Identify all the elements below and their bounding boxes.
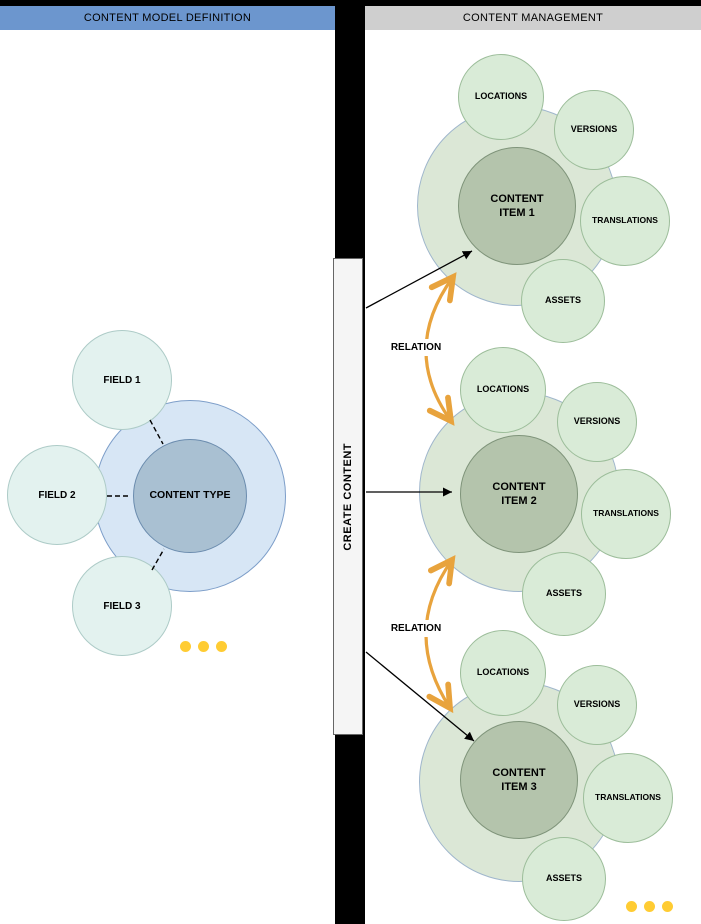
field-2-circle: FIELD 2 (7, 445, 107, 545)
create-content-label: CREATE CONTENT (342, 442, 354, 551)
item-1-versions-circle: VERSIONS (554, 90, 634, 170)
field-3-label: FIELD 3 (103, 600, 141, 612)
field-1-circle: FIELD 1 (72, 330, 172, 430)
item-1-locations-label: LOCATIONS (474, 91, 528, 102)
item-3-assets-label: ASSETS (545, 873, 582, 884)
item-1-assets-circle: ASSETS (521, 259, 605, 343)
ellipsis-dot (661, 900, 673, 912)
item-2-translations-label: TRANSLATIONS (593, 508, 659, 519)
ellipsis-dot (215, 640, 227, 652)
item-2-translations-circle: TRANSLATIONS (581, 469, 671, 559)
content-item-3-label: CONTENT ITEM 3 (492, 766, 546, 793)
create-content-bar: CREATE CONTENT (333, 258, 363, 735)
header-content-model-definition: CONTENT MODEL DEFINITION (0, 6, 335, 30)
relation-label-2-text: RELATION (390, 623, 442, 634)
item-2-versions-circle: VERSIONS (557, 382, 637, 462)
item-3-versions-label: VERSIONS (573, 699, 621, 710)
item-1-versions-label: VERSIONS (570, 124, 618, 135)
item-3-locations-circle: LOCATIONS (460, 630, 546, 716)
item-1-locations-circle: LOCATIONS (458, 54, 544, 140)
content-item-2-circle: CONTENT ITEM 2 (460, 435, 578, 553)
item-3-versions-circle: VERSIONS (557, 665, 637, 745)
header-content-management: CONTENT MANAGEMENT (365, 6, 701, 30)
content-item-1-label: CONTENT ITEM 1 (490, 192, 544, 219)
content-type-circle: CONTENT TYPE (133, 439, 247, 553)
more-items-indicator (618, 895, 680, 917)
content-item-3-circle: CONTENT ITEM 3 (460, 721, 578, 839)
item-1-assets-label: ASSETS (544, 295, 581, 306)
ellipsis-dot (625, 900, 637, 912)
item-2-assets-label: ASSETS (545, 588, 582, 599)
relation-label-1-text: RELATION (390, 342, 442, 353)
ellipsis-dot (197, 640, 209, 652)
ellipsis-dot (643, 900, 655, 912)
content-item-1-circle: CONTENT ITEM 1 (458, 147, 576, 265)
item-2-assets-circle: ASSETS (522, 552, 606, 636)
field-2-label: FIELD 2 (38, 489, 76, 501)
content-item-2-label: CONTENT ITEM 2 (492, 480, 546, 507)
field-1-label: FIELD 1 (103, 374, 141, 386)
item-2-versions-label: VERSIONS (573, 416, 621, 427)
content-type-label: CONTENT TYPE (149, 489, 231, 502)
relation-label-2: RELATION (388, 620, 444, 637)
item-3-assets-circle: ASSETS (522, 837, 606, 921)
item-2-locations-circle: LOCATIONS (460, 347, 546, 433)
ellipsis-dot (179, 640, 191, 652)
item-3-translations-circle: TRANSLATIONS (583, 753, 673, 843)
item-3-translations-label: TRANSLATIONS (595, 792, 661, 803)
item-3-locations-label: LOCATIONS (476, 667, 530, 678)
more-fields-indicator (172, 635, 234, 657)
item-1-translations-circle: TRANSLATIONS (580, 176, 670, 266)
item-1-translations-label: TRANSLATIONS (592, 215, 658, 226)
relation-label-1: RELATION (388, 339, 444, 356)
field-3-circle: FIELD 3 (72, 556, 172, 656)
item-2-locations-label: LOCATIONS (476, 384, 530, 395)
